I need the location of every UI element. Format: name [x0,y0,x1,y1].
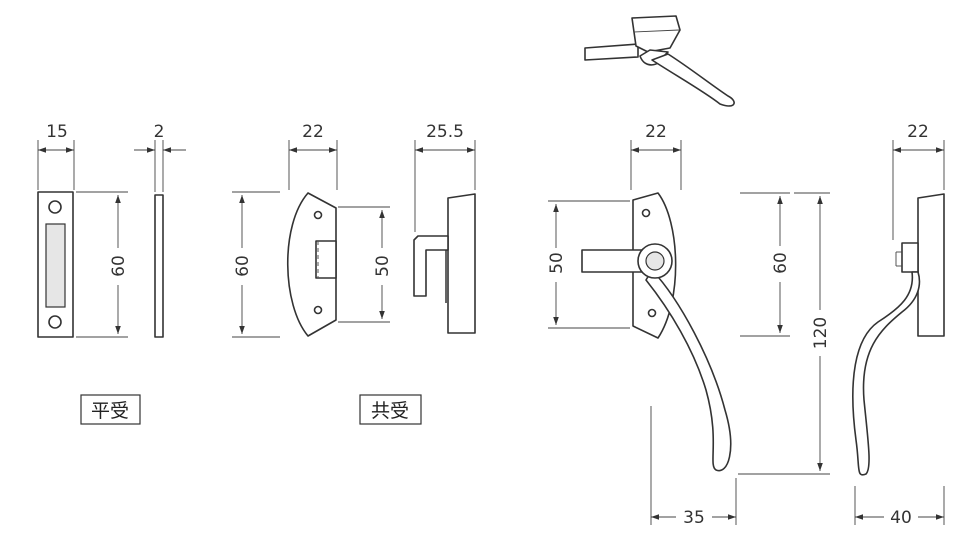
common-strike-front-view [287,192,337,337]
lock-base-width-dimension: 22 [630,122,682,190]
common-strike-width-label: 22 [302,122,324,142]
common-strike-depth-dimension: 25.5 [414,122,476,232]
handle-reach-dimension: 35 [650,406,737,528]
lock-base-height-dimension: 60 [740,192,791,337]
lock-top-view [584,15,735,107]
common-strike-side-view [413,193,476,334]
lock-front-view [581,192,732,472]
flat-strike-side-view [154,194,164,338]
side-base-width-dimension: 22 [892,122,945,240]
common-strike-height-label: 60 [233,255,253,277]
common-strike-caption-text: 共受 [371,400,409,422]
flat-strike-front-view [37,191,74,338]
common-strike-caption: 共受 [359,394,422,425]
handle-reach-label: 35 [683,508,705,528]
lock-total-height-label: 120 [811,317,831,349]
side-projection-dimension: 40 [854,486,945,528]
side-base-width-label: 22 [907,122,929,142]
common-strike-width-dimension: 22 [288,122,338,190]
flat-strike-height-label: 60 [109,255,129,277]
common-strike-hole-pitch-label: 50 [373,255,393,277]
lock-hole-pitch-dimension: 50 [547,200,630,329]
common-strike-hole-pitch-dimension: 50 [338,206,393,323]
side-projection-label: 40 [890,508,912,528]
flat-strike-height-dimension: 60 [76,191,129,338]
flat-strike-caption: 平受 [80,394,141,425]
lock-base-width-label: 22 [645,122,667,142]
flat-strike-caption-text: 平受 [91,400,129,422]
lock-side-view [852,193,945,476]
common-strike-depth-label: 25.5 [426,122,464,142]
flat-strike-width-label: 15 [46,122,68,142]
flat-strike-width-dimension: 15 [37,122,75,190]
lock-hole-pitch-label: 50 [547,252,567,274]
flat-strike-thickness-label: 2 [154,122,165,142]
lock-total-height-dimension: 120 [738,192,831,475]
flat-strike-thickness-dimension: 2 [134,122,186,192]
common-strike-height-dimension: 60 [232,191,280,338]
lock-base-height-label: 60 [771,252,791,274]
